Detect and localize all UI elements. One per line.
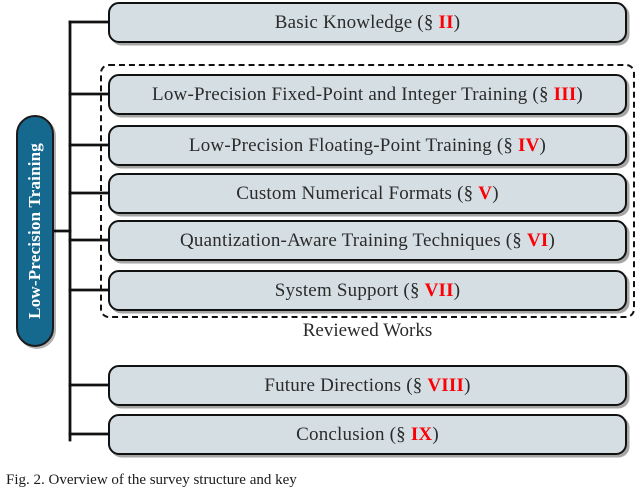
figure-caption: Fig. 2. Overview of the survey structure… [6,472,297,488]
node-label: Basic Knowledge (§ II) [274,11,461,33]
section-symbol: § [412,374,423,396]
node-title: Low-Precision Fixed-Point and Integer Tr… [152,83,528,105]
section-number: II [438,11,454,33]
node-basic-knowledge[interactable]: Basic Knowledge (§ II) [108,2,627,43]
section-number: IV [518,134,540,156]
root-node-label: Low-Precision Training [25,143,44,319]
section-symbol: § [512,229,522,251]
node-title: Quantization-Aware Training Techniques [180,229,501,251]
node-label: System Support (§ VII) [274,279,461,301]
node-quantization-aware-training-techniques[interactable]: Quantization-Aware Training Techniques (… [108,220,627,261]
node-low-precision-floating-point-training[interactable]: Low-Precision Floating-Point Training (§… [108,125,627,166]
node-low-precision-fixed-point-and-integer-training[interactable]: Low-Precision Fixed-Point and Integer Tr… [108,74,627,115]
node-conclusion[interactable]: Conclusion (§ IX) [108,414,627,455]
node-future-directions[interactable]: Future Directions (§ VIII) [108,365,627,406]
node-title: Custom Numerical Formats [236,182,453,204]
node-title: Future Directions [264,374,402,396]
node-custom-numerical-formats[interactable]: Custom Numerical Formats (§ V) [108,173,627,214]
section-number: VI [526,229,549,251]
root-node-low-precision-training: Low-Precision Training [16,115,54,347]
section-symbol: § [409,279,420,301]
node-title: Low-Precision Floating-Point Training [188,134,492,156]
section-symbol: § [503,134,514,156]
section-number: VIII [427,374,465,396]
section-symbol: § [423,11,434,33]
node-label: Low-Precision Floating-Point Training (§… [188,134,547,156]
node-label: Future Directions (§ VIII) [264,374,471,396]
node-title: Basic Knowledge [274,11,413,33]
node-label: Quantization-Aware Training Techniques (… [180,229,555,251]
section-number: IX [410,423,433,445]
section-number: III [553,83,577,105]
group-caption-reviewed-works: Reviewed Works [302,320,433,341]
section-number: VII [424,279,454,301]
section-symbol: § [396,423,406,445]
section-symbol: § [538,83,549,105]
node-label: Conclusion (§ IX) [296,423,439,445]
node-title: Conclusion [296,423,385,445]
node-label: Custom Numerical Formats (§ V) [236,182,499,204]
reviewed-works-group-outline [100,64,635,318]
node-label: Low-Precision Fixed-Point and Integer Tr… [152,83,583,105]
node-system-support[interactable]: System Support (§ VII) [108,270,627,311]
section-number: V [478,182,493,204]
section-symbol: § [463,182,474,204]
node-title: System Support [274,279,399,301]
